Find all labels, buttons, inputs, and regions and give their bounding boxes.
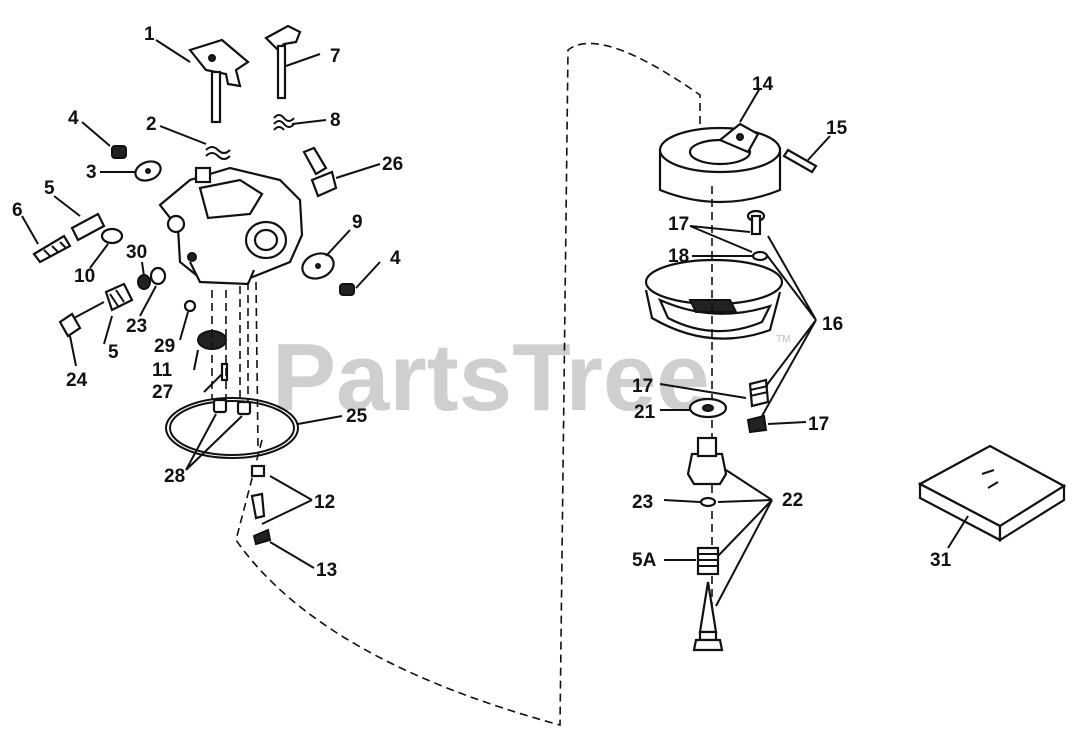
label-17-top: 17 bbox=[668, 214, 689, 235]
label-31: 31 bbox=[930, 550, 952, 571]
main-adjust-needle[interactable] bbox=[692, 581, 724, 652]
label-24: 24 bbox=[66, 370, 88, 391]
choke-spring-part-8[interactable] bbox=[273, 114, 295, 131]
screw-part-17[interactable] bbox=[746, 209, 766, 236]
o-ring-part-30[interactable] bbox=[137, 274, 151, 290]
label-10: 10 bbox=[74, 266, 95, 287]
clip-part-17[interactable] bbox=[746, 414, 768, 434]
fuel-inlet-fitting-part-26[interactable] bbox=[302, 146, 338, 198]
label-17-mid: 17 bbox=[632, 376, 653, 397]
label-16: 16 bbox=[822, 314, 843, 335]
label-15: 15 bbox=[826, 118, 848, 139]
label-21: 21 bbox=[634, 402, 656, 423]
label-13: 13 bbox=[316, 560, 337, 581]
bowl-assembly-dashed-outline bbox=[235, 42, 701, 727]
carburetor-body[interactable] bbox=[158, 166, 304, 286]
label-2: 2 bbox=[146, 114, 157, 135]
throttle-shaft-part-1[interactable] bbox=[188, 38, 250, 124]
clip-part-13[interactable] bbox=[252, 528, 272, 546]
label-9: 9 bbox=[352, 212, 363, 233]
parts-tree-watermark: PartsTree bbox=[272, 324, 710, 431]
bowl-gasket-part-25[interactable] bbox=[165, 397, 299, 459]
washer-part-23[interactable] bbox=[149, 266, 167, 286]
washer-part-18[interactable] bbox=[751, 250, 769, 262]
label-14: 14 bbox=[752, 74, 774, 95]
washer-part-10[interactable] bbox=[100, 227, 124, 245]
label-18: 18 bbox=[668, 246, 689, 267]
watermark-trademark: TM bbox=[776, 334, 790, 345]
label-27: 27 bbox=[152, 382, 173, 403]
label-5-bottom: 5 bbox=[108, 342, 119, 363]
idle-screw-part-6[interactable] bbox=[32, 234, 72, 264]
label-4-right: 4 bbox=[390, 248, 401, 269]
label-26: 26 bbox=[382, 154, 403, 175]
bowl-nut-part-22[interactable] bbox=[686, 436, 728, 486]
spring-part-5-lower[interactable] bbox=[104, 282, 134, 312]
label-7: 7 bbox=[330, 46, 341, 67]
throttle-spring-part-2[interactable] bbox=[205, 146, 231, 160]
bowl-cover-part-14[interactable] bbox=[658, 122, 782, 204]
seats-part-28[interactable] bbox=[212, 398, 252, 416]
assembly-leader-lines bbox=[211, 281, 259, 449]
label-11: 11 bbox=[152, 360, 173, 381]
washer-part-23-right[interactable] bbox=[699, 496, 717, 508]
label-22: 22 bbox=[782, 490, 803, 511]
washer-part-21[interactable] bbox=[688, 397, 728, 419]
label-30: 30 bbox=[126, 242, 147, 263]
callout-labels: 1 2 3 4 4 5 5 5A 6 7 8 9 10 11 12 13 14 … bbox=[12, 24, 952, 581]
label-8: 8 bbox=[330, 110, 341, 131]
check-ball-part-29[interactable] bbox=[183, 299, 197, 313]
screw-part-4[interactable] bbox=[111, 145, 127, 159]
label-5-top: 5 bbox=[44, 178, 55, 199]
label-4-top: 4 bbox=[68, 108, 79, 129]
choke-shaft-part-7[interactable] bbox=[264, 24, 302, 100]
label-1: 1 bbox=[144, 24, 155, 45]
label-6: 6 bbox=[12, 200, 23, 221]
nozzle-parts-part-12[interactable] bbox=[250, 464, 266, 520]
diaphragm-plate-part-9[interactable] bbox=[299, 249, 337, 282]
spring-part-5[interactable] bbox=[70, 212, 106, 242]
label-23-left: 23 bbox=[126, 316, 147, 337]
repair-manual-part-31[interactable] bbox=[917, 444, 1067, 542]
leader-lines bbox=[21, 39, 969, 607]
label-23-right: 23 bbox=[632, 492, 653, 513]
label-28: 28 bbox=[164, 466, 185, 487]
spring-part-17[interactable] bbox=[748, 378, 770, 408]
screw-part-4-lower[interactable] bbox=[339, 283, 355, 296]
label-12: 12 bbox=[314, 492, 335, 513]
choke-plate-part-3[interactable] bbox=[133, 158, 164, 184]
label-17-right: 17 bbox=[808, 414, 829, 435]
pin-part-15[interactable] bbox=[782, 148, 818, 174]
needle-valve-part-24[interactable] bbox=[58, 301, 105, 338]
label-3: 3 bbox=[86, 162, 97, 183]
label-25: 25 bbox=[346, 406, 368, 427]
pin-part-27[interactable] bbox=[220, 362, 229, 382]
spring-part-5A[interactable] bbox=[696, 546, 720, 576]
float-bowl[interactable] bbox=[644, 258, 784, 340]
label-29: 29 bbox=[154, 336, 175, 357]
label-5A: 5A bbox=[632, 550, 657, 571]
